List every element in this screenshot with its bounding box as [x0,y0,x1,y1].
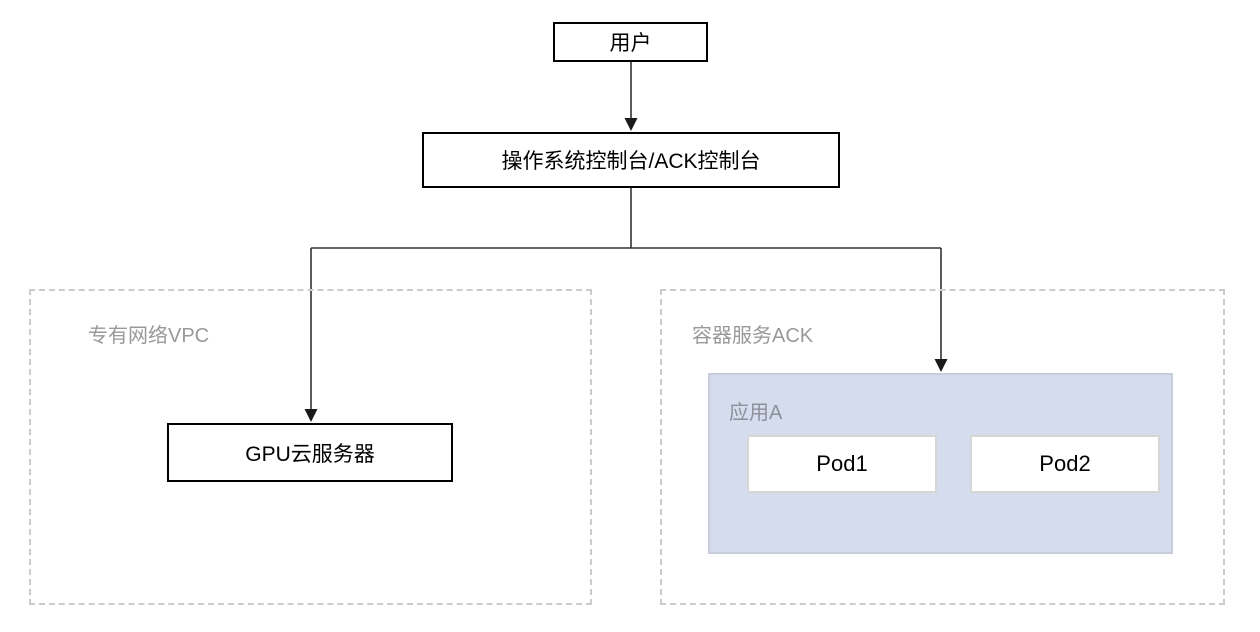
edge-console-branch [311,188,941,249]
user-node-label: 用户 [609,32,652,55]
app-a-panel: 应用A Pod1 Pod2 [708,373,1173,554]
arrowhead-down-icon [624,118,638,131]
ack-region: 容器服务ACK [660,289,1225,605]
gpu-server-node-label: GPU云服务器 [245,442,375,466]
user-node: 用户 [553,22,708,62]
console-node: 操作系统控制台/ACK控制台 [422,132,840,188]
pod1-node: Pod1 [747,435,937,493]
app-a-label: 应用A [729,402,783,424]
pod2-label: Pod2 [1039,451,1091,476]
gpu-server-node: GPU云服务器 [167,423,453,482]
vpc-region-label: 专有网络VPC [88,325,210,347]
edge-user-to-console [624,62,638,131]
pod1-label: Pod1 [816,451,868,476]
console-node-label: 操作系统控制台/ACK控制台 [501,150,761,173]
pod2-node: Pod2 [970,435,1160,493]
ack-region-label: 容器服务ACK [692,325,814,347]
